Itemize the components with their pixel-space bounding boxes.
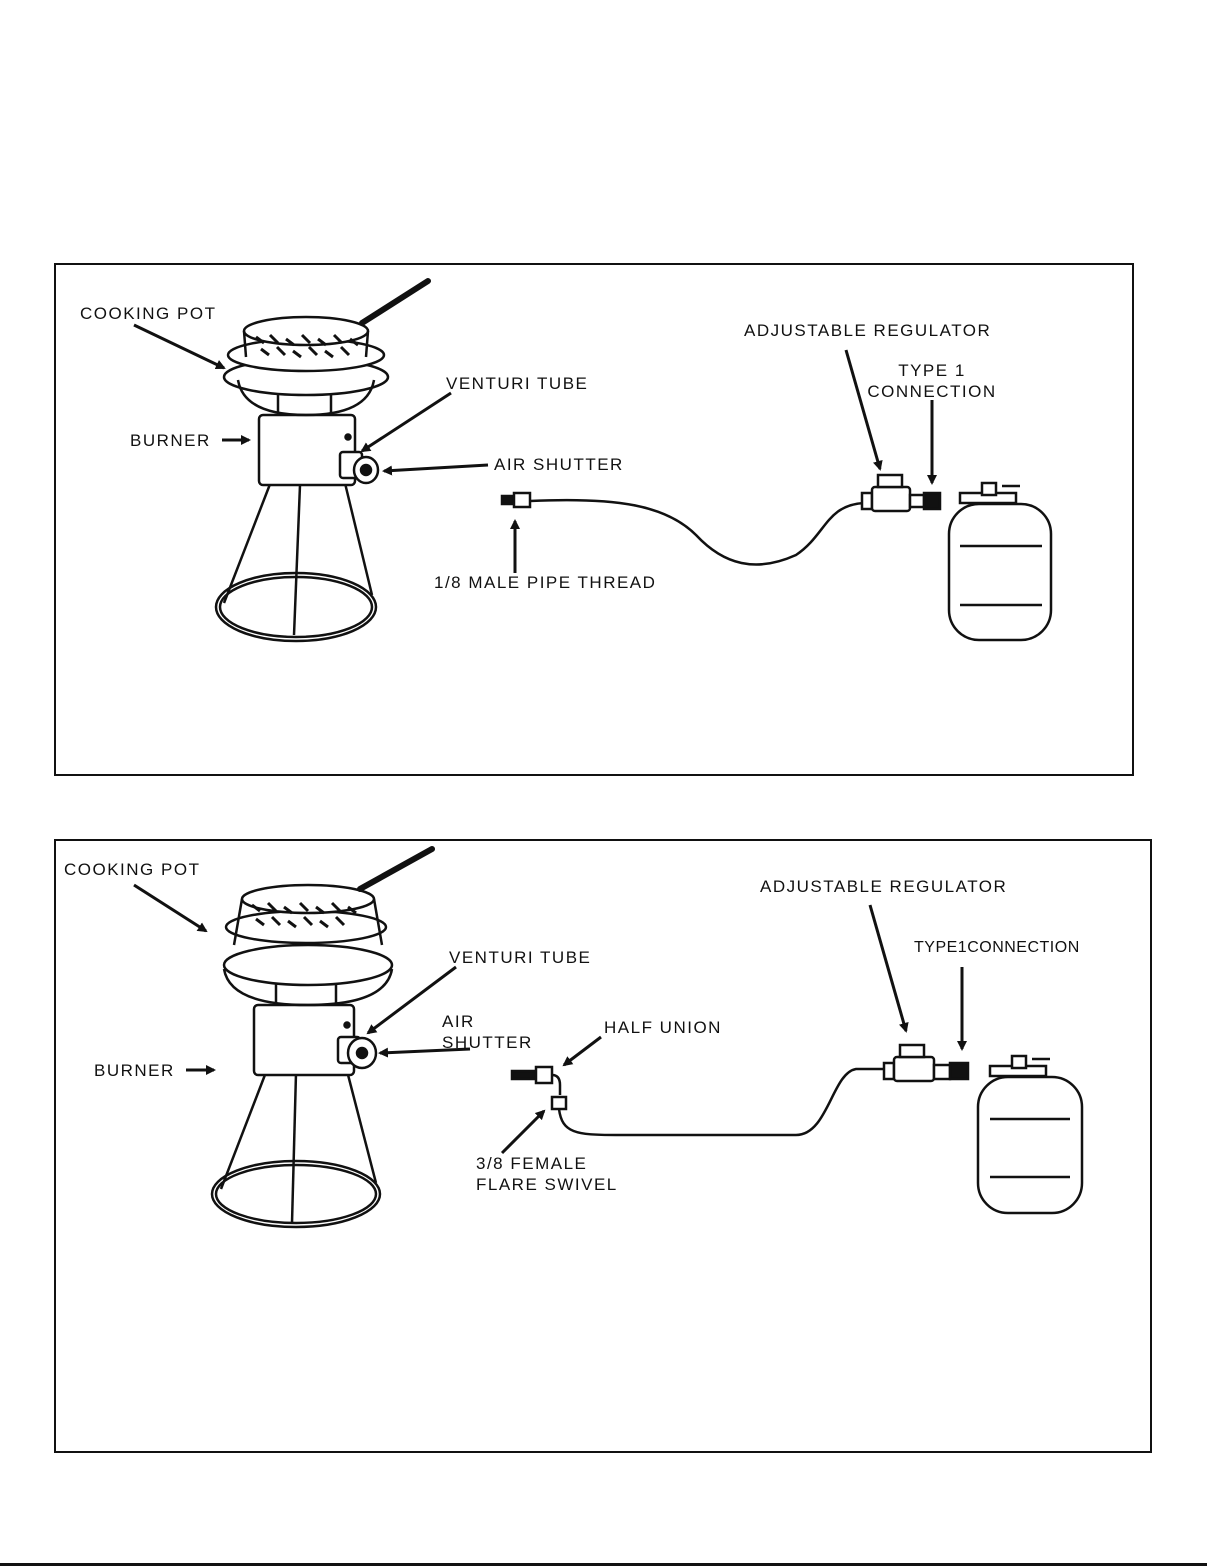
gas-hose — [559, 1069, 886, 1135]
label-adjustable-regulator: ADJUSTABLE REGULATOR — [760, 876, 1007, 897]
label-male-pipe-thread: 1/8 MALE PIPE THREAD — [434, 572, 656, 593]
label-air-shutter: AIR SHUTTER — [494, 454, 624, 475]
label-half-union: HALF UNION — [604, 1017, 722, 1038]
arrow-air-shutter — [384, 465, 488, 471]
label-air-shutter: AIR SHUTTER — [442, 1011, 533, 1053]
propane-tank — [949, 483, 1051, 640]
label-type1-connection: TYPE1CONNECTION — [914, 937, 1080, 958]
label-adjustable-regulator: ADJUSTABLE REGULATOR — [744, 320, 991, 341]
pot-support-ring — [224, 945, 392, 1005]
cooking-pot — [226, 849, 432, 945]
arrow-adjustable-regulator — [870, 905, 906, 1031]
diagram-panel-half-union: COOKING POT BURNER VENTURI TUBE AIR SHUT… — [54, 839, 1152, 1453]
cooking-pot — [228, 281, 428, 371]
label-cooking-pot: COOKING POT — [64, 859, 200, 880]
propane-tank — [978, 1056, 1082, 1213]
label-burner: BURNER — [94, 1060, 175, 1081]
label-female-flare-swivel: 3/8 FEMALE FLARE SWIVEL — [476, 1153, 618, 1195]
arrow-flare-swivel — [502, 1111, 544, 1153]
regulator — [884, 1045, 968, 1081]
label-burner: BURNER — [130, 430, 211, 451]
regulator — [862, 475, 940, 511]
arrow-venturi-tube — [362, 393, 451, 451]
label-venturi-tube: VENTURI TUBE — [449, 947, 591, 968]
label-venturi-tube: VENTURI TUBE — [446, 373, 588, 394]
venturi-air-shutter — [340, 452, 378, 483]
label-cooking-pot: COOKING POT — [80, 303, 216, 324]
arrow-half-union — [564, 1037, 601, 1065]
diagram-panel-pipe-thread: COOKING POT BURNER VENTURI TUBE AIR SHUT… — [54, 263, 1134, 776]
burner-stand — [216, 479, 376, 641]
venturi-air-shutter — [338, 1037, 376, 1068]
burner-stand — [212, 1067, 380, 1227]
cooker-assembly-illustration — [56, 265, 1136, 778]
page-bottom-rule — [0, 1563, 1207, 1566]
gas-hose — [530, 500, 864, 564]
half-union-fitting — [512, 1067, 566, 1109]
arrow-cooking-pot — [134, 885, 206, 931]
pipe-thread-fitting — [502, 493, 530, 507]
label-type1-connection: TYPE 1 CONNECTION — [864, 360, 1000, 402]
cooker-assembly-illustration-2 — [56, 841, 1154, 1455]
arrow-cooking-pot — [134, 325, 224, 368]
